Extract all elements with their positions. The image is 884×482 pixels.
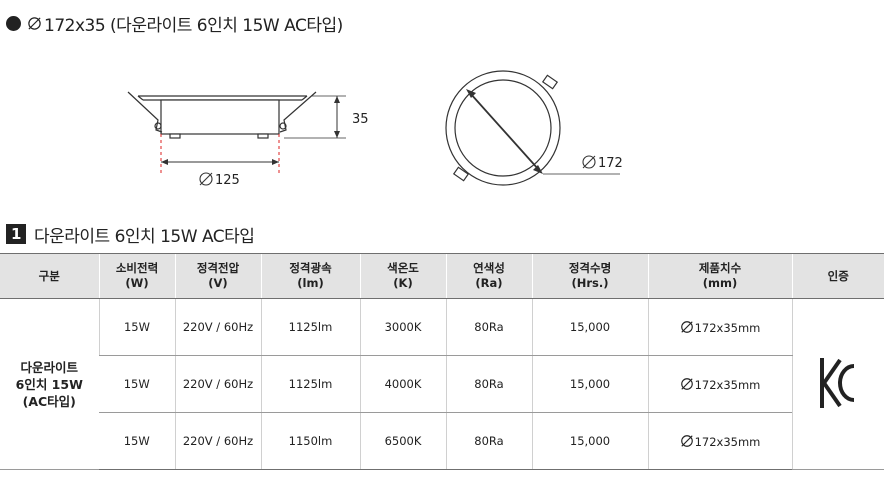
voltage-cell: 220V / 60Hz — [174, 412, 261, 470]
top-view-drawing — [445, 70, 561, 186]
voltage-cell: 220V / 60Hz — [174, 355, 261, 413]
technical-drawing: 125 35 172 — [127, 70, 623, 188]
header-life: 정격수명(Hrs.) — [531, 253, 648, 299]
life-cell: 15,000 — [531, 412, 648, 470]
size-cell: 172x35mm — [647, 355, 792, 413]
header-power: 소비전력(W) — [98, 253, 175, 299]
header-cri: 연색성(Ra) — [445, 253, 532, 299]
height-label: 35 — [352, 112, 369, 127]
flux-cell: 1125lm — [260, 355, 360, 413]
cri-cell: 80Ra — [445, 412, 532, 470]
voltage-cell: 220V / 60Hz — [174, 298, 261, 356]
table-row: 15W 220V / 60Hz 1125lm 4000K 80Ra 15,000… — [0, 355, 884, 413]
header-voltage: 정격전압(V) — [174, 253, 261, 299]
section-title: 1 다운라이트 6인치 15W AC타입 — [6, 222, 255, 247]
cert-cell — [791, 298, 884, 470]
header-category: 구분 — [0, 253, 99, 299]
size-cell: 172x35mm — [647, 298, 792, 356]
header-flux: 정격광속(lm) — [260, 253, 360, 299]
flux-cell: 1125lm — [260, 298, 360, 356]
diameter-icon — [680, 377, 693, 390]
table-row: 15W 220V / 60Hz 1150lm 6500K 80Ra 15,000… — [0, 412, 884, 470]
life-cell: 15,000 — [531, 355, 648, 413]
section-title-text: 다운라이트 6인치 15W AC타입 — [34, 226, 255, 247]
header-cct: 색온도(K) — [359, 253, 446, 299]
size-cell: 172x35mm — [647, 412, 792, 470]
diameter-icon — [27, 16, 42, 31]
cct-cell: 3000K — [359, 298, 446, 356]
power-cell: 15W — [99, 355, 175, 413]
cri-cell: 80Ra — [445, 355, 532, 413]
power-cell: 15W — [99, 412, 175, 470]
cut-diameter-dimension: 125 — [199, 172, 240, 188]
outer-diameter-dimension: 172 — [582, 155, 623, 171]
side-view-drawing — [127, 91, 317, 139]
outer-diameter-label: 172 — [598, 156, 623, 171]
diameter-icon — [680, 434, 693, 447]
header-cert: 인증 — [791, 253, 884, 299]
table-header-row: 구분 소비전력(W) 정격전압(V) 정격광속(lm) 색온도(K) 연색성(R… — [0, 253, 884, 299]
cct-cell: 6500K — [359, 412, 446, 470]
section-number: 1 — [6, 224, 26, 244]
spec-header: 172x35 (다운라이트 6인치 15W AC타입) — [6, 10, 343, 36]
cut-diameter-label: 125 — [215, 173, 240, 188]
bullet-icon — [6, 15, 21, 31]
kc-mark-icon — [820, 357, 855, 408]
life-cell: 15,000 — [531, 298, 648, 356]
spec-header-text: 172x35 (다운라이트 6인치 15W AC타입) — [44, 15, 343, 36]
power-cell: 15W — [98, 298, 175, 356]
cct-cell: 4000K — [359, 355, 446, 413]
diameter-icon — [680, 320, 693, 333]
spec-table: 구분 소비전력(W) 정격전압(V) 정격광속(lm) 색온도(K) 연색성(R… — [0, 253, 884, 470]
cri-cell: 80Ra — [445, 298, 532, 356]
header-size: 제품치수(mm) — [647, 253, 792, 299]
flux-cell: 1150lm — [260, 412, 360, 470]
